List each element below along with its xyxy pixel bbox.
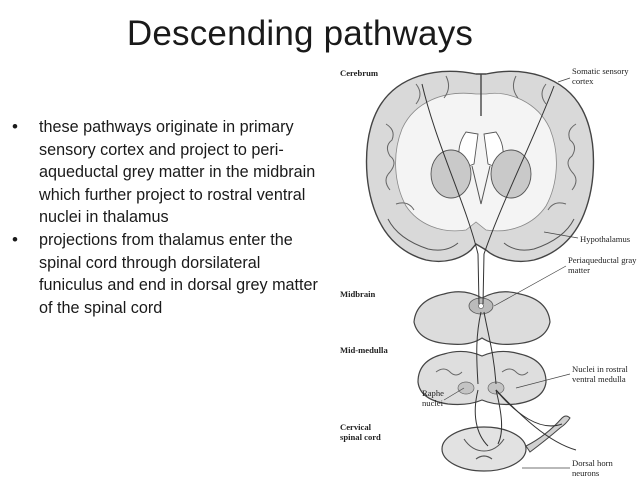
label-midbrain: Midbrain	[340, 289, 376, 299]
brain-section-illustration: Cerebrum Somatic sensory cortex Hypothal…	[340, 66, 637, 478]
label-dorsal-horn-neurons-2: neurons	[572, 468, 600, 478]
label-somatic-sensory-cortex-2: cortex	[572, 76, 594, 86]
label-cervical-spinal-cord-2: spinal cord	[340, 432, 381, 442]
label-dorsal-horn-neurons: Dorsal horn	[572, 458, 614, 468]
bullet-list: these pathways originate in primary sens…	[12, 116, 322, 319]
label-nuclei-rostral-ventral-2: ventral medulla	[572, 374, 626, 384]
label-raphe-nuclei-2: nuclei	[422, 398, 444, 408]
bullet-item: projections from thalamus enter the spin…	[12, 229, 322, 319]
pathway-lines	[421, 83, 577, 451]
bullet-item: these pathways originate in primary sens…	[12, 116, 322, 229]
label-hypothalamus: Hypothalamus	[580, 234, 631, 244]
label-mid-medulla: Mid-medulla	[340, 345, 388, 355]
medulla-section	[417, 350, 547, 406]
label-somatic-sensory-cortex: Somatic sensory	[572, 66, 629, 76]
label-leader-lines	[443, 77, 579, 469]
label-raphe-nuclei: Raphe	[422, 388, 444, 398]
label-cervical-spinal-cord: Cervical	[340, 422, 372, 432]
label-cerebrum: Cerebrum	[340, 68, 379, 78]
midbrain-section	[413, 291, 551, 345]
label-nuclei-rostral-ventral: Nuclei in rostral	[572, 364, 628, 374]
descending-pathways-diagram: Cerebrum Somatic sensory cortex Hypothal…	[326, 54, 638, 479]
label-periaqueductal-gray-2: matter	[568, 265, 590, 275]
label-periaqueductal-gray: Periaqueductal gray	[568, 255, 637, 265]
diagram-labels: Cerebrum Somatic sensory cortex Hypothal…	[340, 66, 637, 478]
spinal-cord-section	[441, 415, 571, 472]
cerebrum-section	[365, 70, 595, 263]
slide-title: Descending pathways	[126, 14, 474, 53]
